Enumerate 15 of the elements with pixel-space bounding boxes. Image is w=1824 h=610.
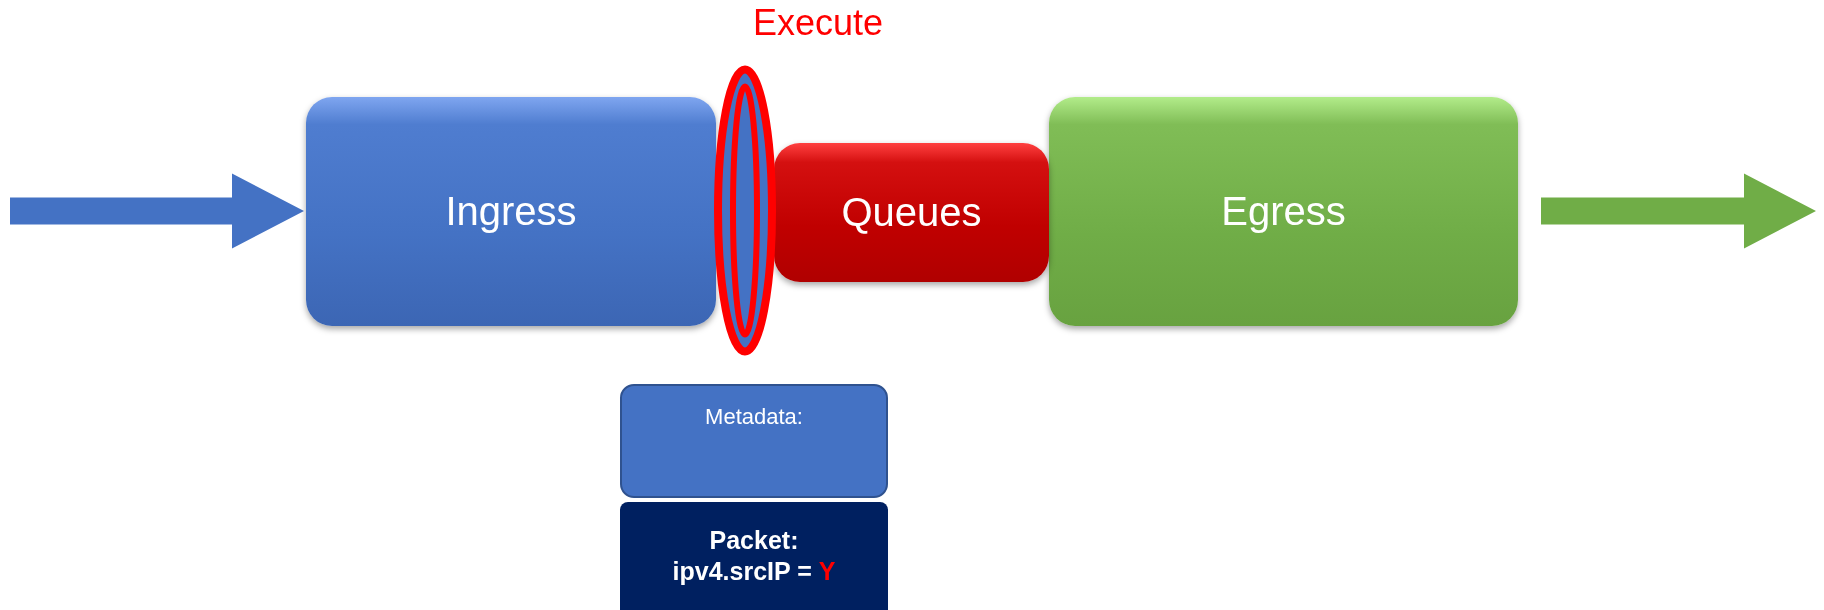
field-name: ipv4.srcIP = (672, 557, 812, 586)
box-label: Queues (841, 190, 982, 235)
box-label: Egress (1221, 189, 1346, 234)
box-label: Ingress (445, 189, 577, 234)
stage-label: Execute (751, 2, 885, 44)
process-block (1049, 97, 1518, 326)
process-block (306, 97, 716, 326)
box-label: Packet: (709, 526, 799, 555)
packet-box (620, 502, 888, 610)
box-label: Metadata: (705, 404, 803, 430)
flow-arrow (10, 173, 304, 249)
flow-arrow (1541, 173, 1816, 249)
metadata-box (620, 384, 888, 498)
field-value: Y (818, 557, 836, 586)
process-block (774, 143, 1049, 282)
